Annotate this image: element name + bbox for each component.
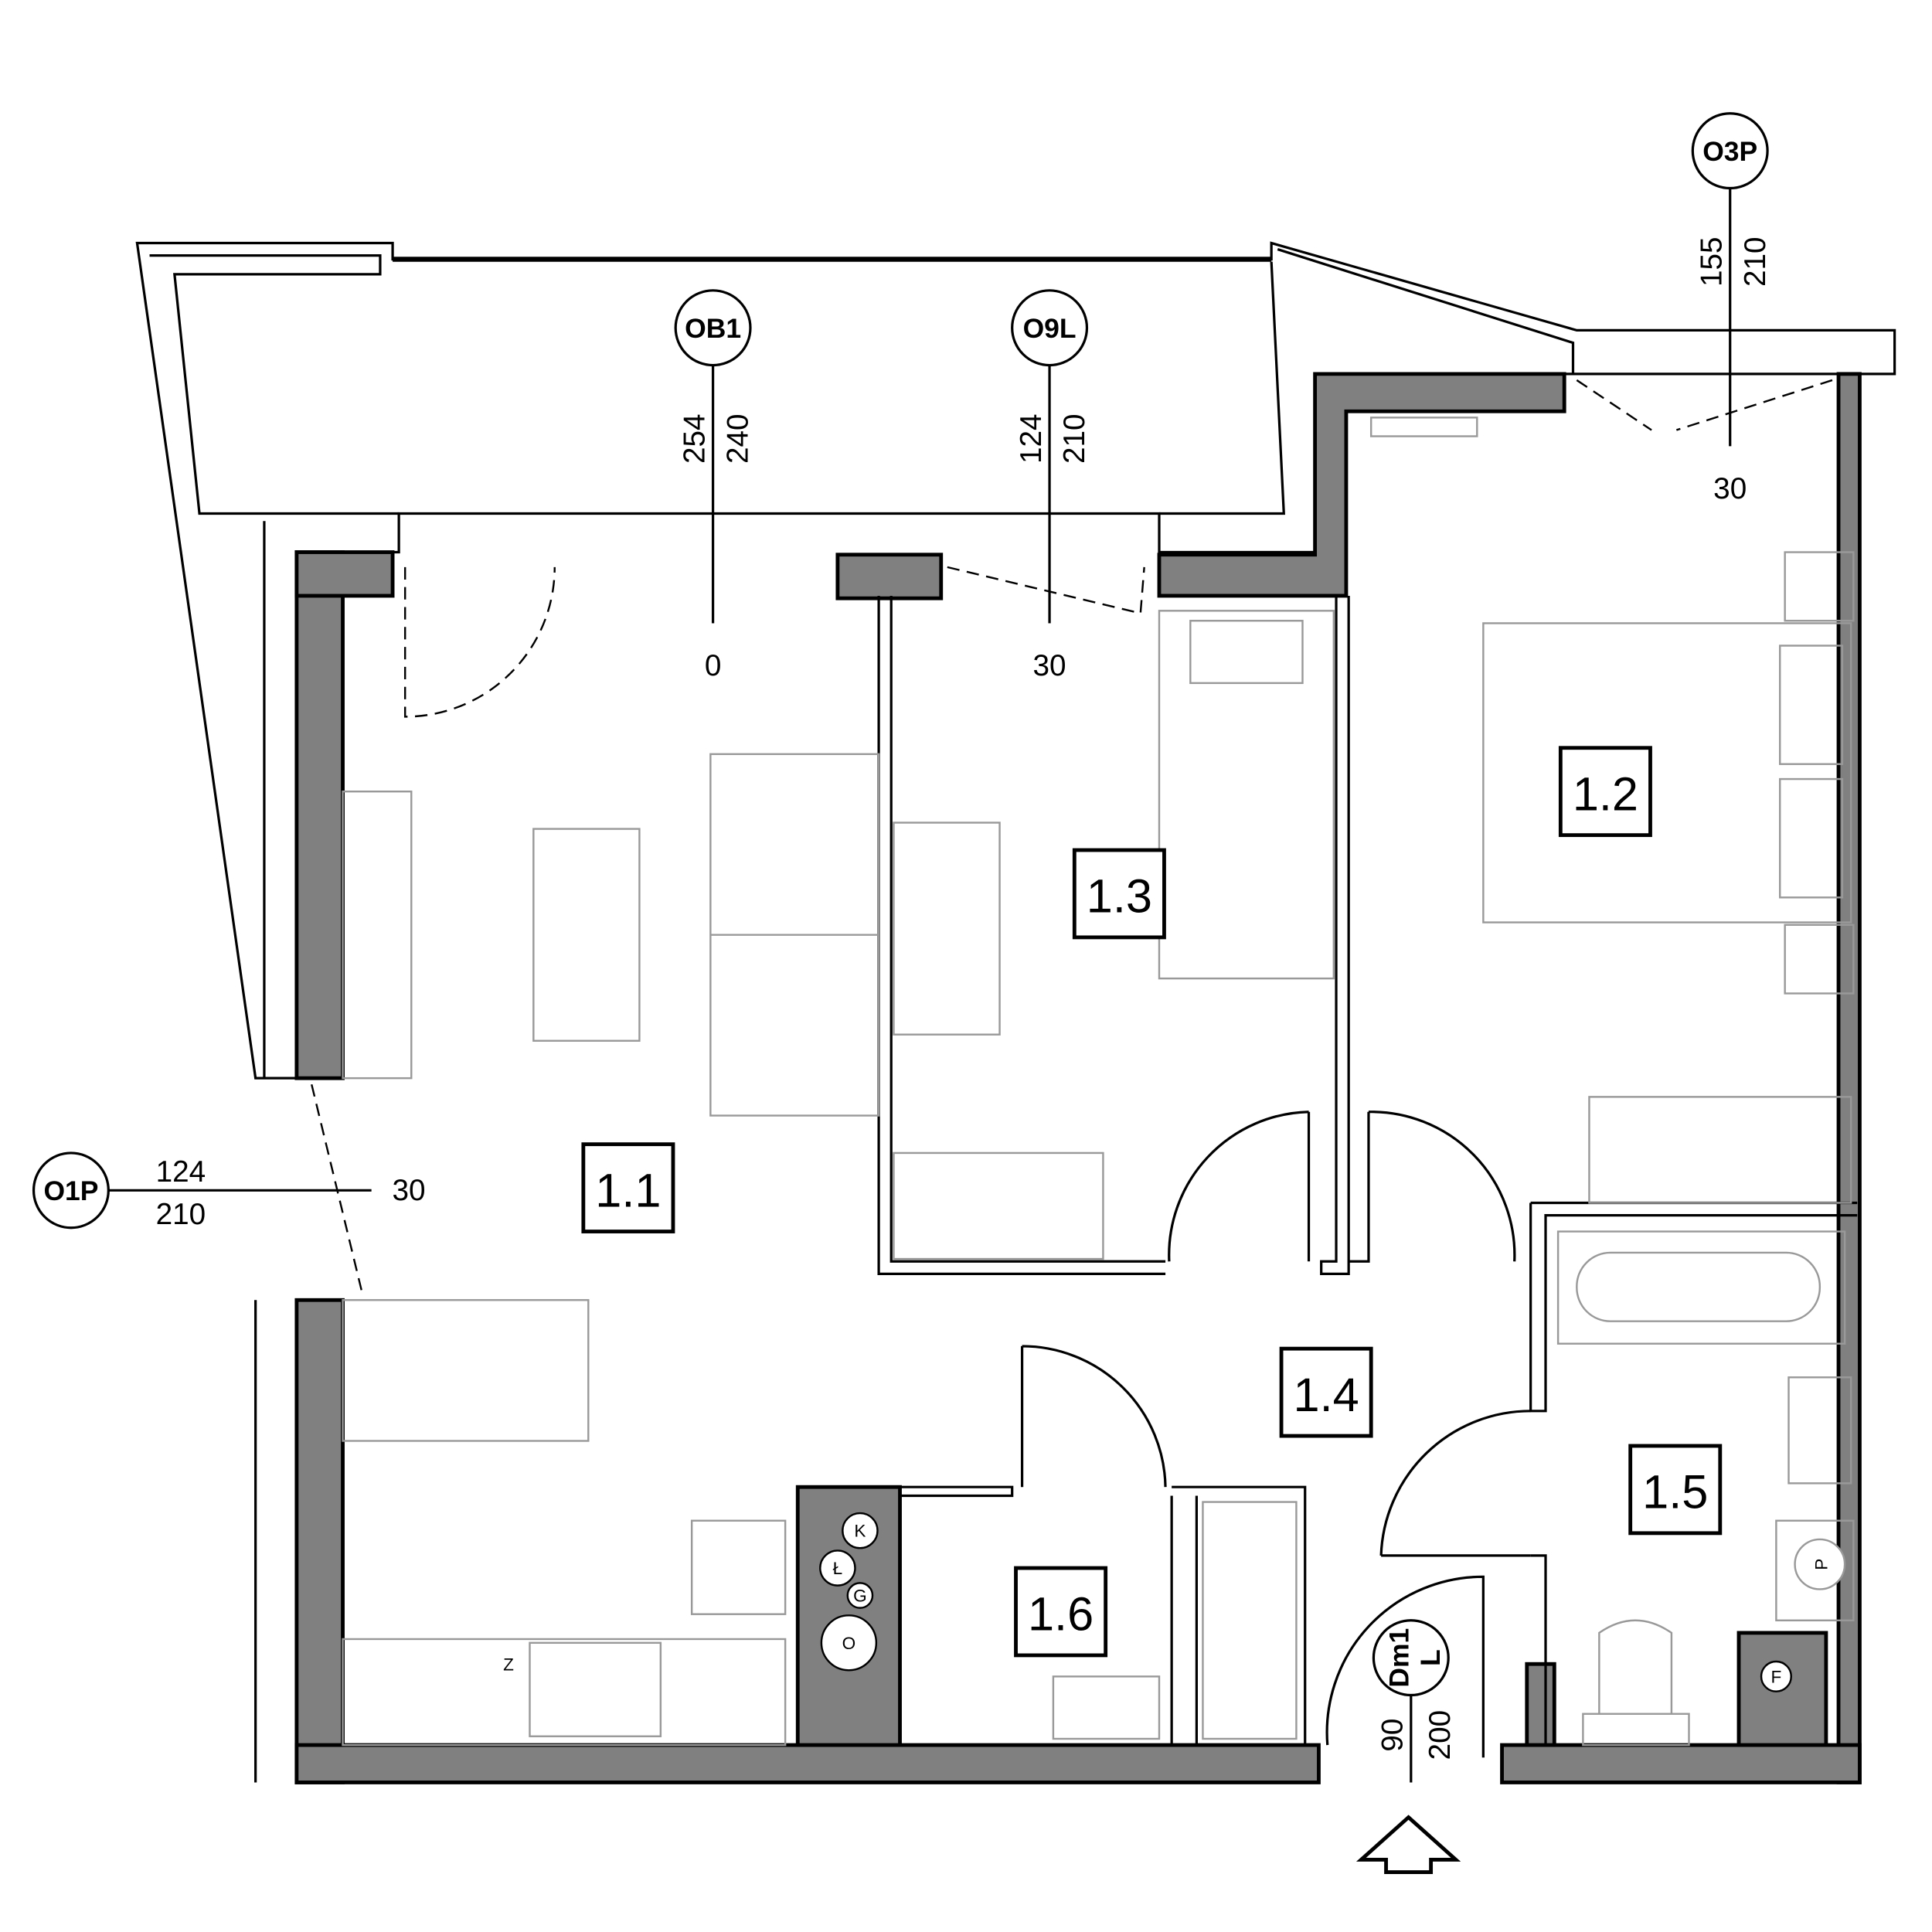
opening-tag: O9L (1023, 313, 1077, 344)
balcony (135, 241, 1896, 1783)
opening-tag: O3P (1702, 136, 1757, 167)
entrance-arrow-icon (1355, 1815, 1461, 1874)
opening-height: 200 (1423, 1710, 1457, 1760)
room-label: 1.5 (1642, 1466, 1708, 1519)
opening-height: 210 (1739, 236, 1772, 287)
door-swings (311, 379, 1833, 1758)
opening-o1p: O1P 124 210 30 (32, 1151, 426, 1231)
fixture-label: F (1770, 1667, 1781, 1686)
opening-o3p: O3P 155 210 30 (1691, 112, 1772, 505)
fixture-label: Z (503, 1655, 514, 1674)
opening-ob1: OB1 254 240 0 (674, 289, 755, 682)
opening-side: L (1415, 1649, 1446, 1666)
opening-width: 155 (1695, 236, 1728, 287)
opening-o9l: O9L 124 210 30 (1011, 289, 1091, 682)
room-label: 1.2 (1573, 767, 1638, 820)
room-label: 1.6 (1028, 1588, 1094, 1641)
opening-width: 124 (156, 1155, 206, 1189)
opening-tag: OB1 (685, 313, 741, 344)
fixture-label: P (1812, 1559, 1832, 1570)
opening-sill: 30 (393, 1174, 426, 1207)
opening-width: 90 (1376, 1719, 1410, 1752)
entrance-door-dm1: Dm1 L 90 200 (1355, 1619, 1461, 1874)
installation-markers: K Ł G O P Z F (503, 1512, 1846, 1692)
fixture-label: O (842, 1634, 856, 1653)
furniture (342, 417, 1855, 1747)
room-label: 1.3 (1087, 870, 1152, 923)
opening-width: 124 (1015, 413, 1048, 464)
room-1-5: 1.5 (1628, 1444, 1723, 1536)
room-1-1: 1.1 (581, 1142, 675, 1233)
room-1-2: 1.2 (1558, 746, 1652, 838)
opening-width: 254 (678, 413, 711, 464)
opening-height: 240 (722, 413, 755, 464)
opening-height: 210 (1058, 413, 1091, 464)
room-labels: 1.1 1.2 1.3 1.4 1.5 1.6 (581, 746, 1723, 1658)
room-label: 1.4 (1294, 1369, 1359, 1421)
room-1-6: 1.6 (1014, 1566, 1108, 1658)
opening-tag: O1P (43, 1175, 98, 1206)
fixture-label: K (854, 1522, 866, 1541)
opening-sill: 30 (1033, 649, 1066, 682)
room-1-4: 1.4 (1279, 1346, 1373, 1438)
fixture-label: Ł (833, 1559, 843, 1578)
fixture-label: G (853, 1587, 867, 1606)
opening-tag: Dm1 (1384, 1628, 1415, 1688)
opening-height: 210 (156, 1198, 206, 1231)
opening-sill: 0 (705, 649, 722, 682)
opening-sill: 30 (1713, 472, 1747, 505)
room-label: 1.1 (595, 1164, 661, 1216)
room-1-3: 1.3 (1072, 848, 1166, 940)
